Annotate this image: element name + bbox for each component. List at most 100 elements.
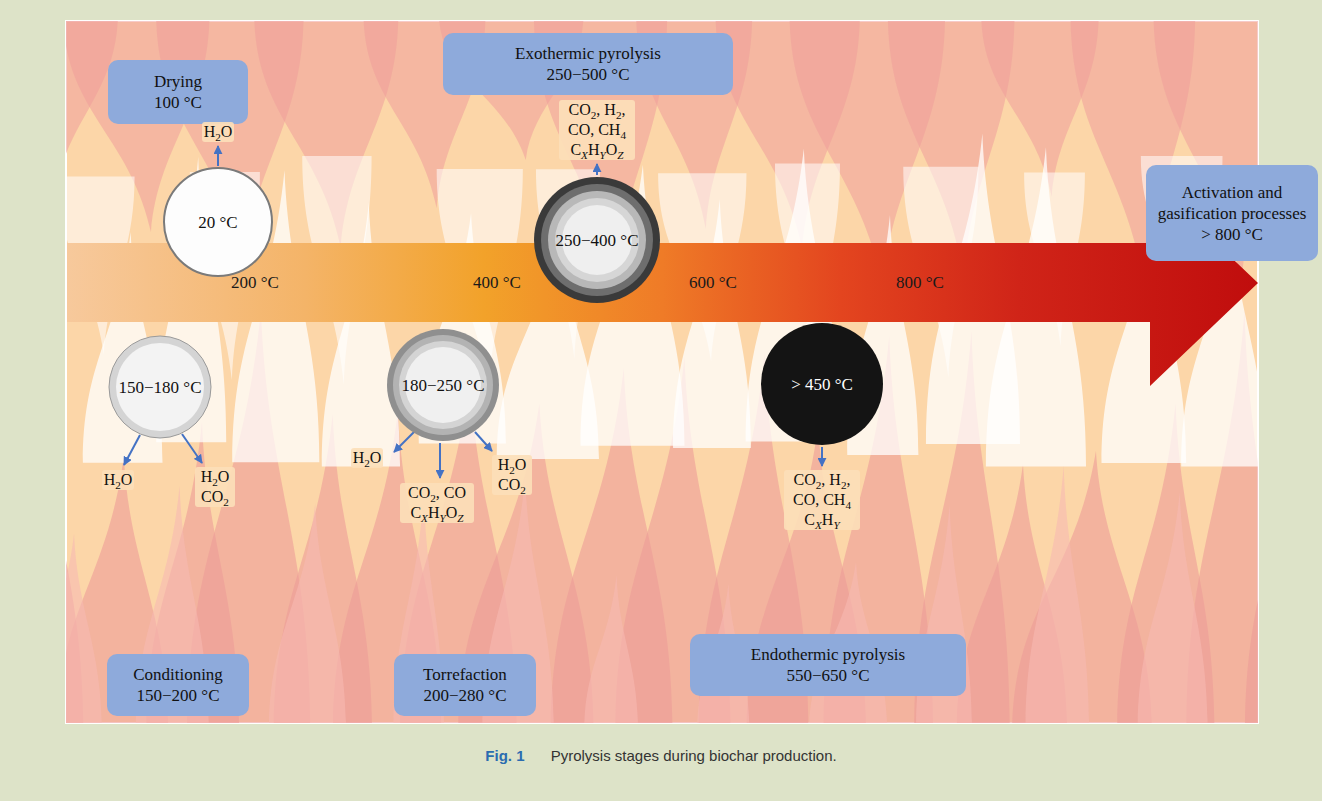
formula-subscript: 2 [223,496,229,508]
emission-arrow [124,435,140,465]
figure-caption: Fig. 1 Pyrolysis stages during biochar p… [0,747,1322,764]
stage-name: Activation and gasification processes [1150,182,1314,224]
stage-name: Drying [112,71,244,92]
temperature-circle: 250−400 °C [533,176,661,304]
emission-arrow [475,432,492,451]
formula-text: H [201,468,213,485]
figure-number: Fig. 1 [485,747,524,764]
stage-name: Exothermic pyrolysis [447,43,729,64]
temperature-circle: 180−250 °C [386,328,500,442]
temperature-circle: 150−180 °C [108,335,212,439]
formula-text: H [353,449,365,466]
formula-text: H [498,456,510,473]
formula-subscript: X [581,149,588,161]
flame-shape [1025,466,1089,723]
emission-label: H2O [202,122,235,142]
stage-temperature: 150−200 °C [111,685,245,706]
formula-subscript: 2 [364,457,370,469]
emission-label: H2O CO2 [492,455,532,495]
stage-temperature: 200−280 °C [398,685,532,706]
formula-subscript: Y [600,149,606,161]
formula-subscript: 4 [845,499,851,511]
formula-text: , H [821,471,841,488]
emission-label: H2O [102,470,135,490]
temperature-tick: 800 °C [896,273,944,293]
emission-label: H2O [351,448,384,468]
circle-ring [164,168,272,276]
formula-subscript: Z [617,149,623,161]
flame-shape [1138,492,1208,723]
stage-box: Torrefaction200−280 °C [394,654,536,716]
formula-subscript: 2 [509,464,515,476]
flame-shape [269,503,346,723]
formula-text: C [804,511,815,528]
stage-name: Torrefaction [398,664,532,685]
formula-subscript: X [815,519,822,531]
temperature-tick: 400 °C [473,273,521,293]
stage-box: Activation and gasification processes> 8… [1146,165,1318,261]
formula-text: C [570,141,581,158]
circle-ring [109,336,211,438]
circle-temperature: 150−180 °C [108,377,212,398]
formula-subscript: 2 [616,109,622,121]
stage-name: Endothermic pyrolysis [694,644,962,665]
formula-subscript: X [421,512,428,524]
formula-text: O [370,449,382,466]
temperature-tick: 600 °C [689,273,737,293]
circle-temperature: 250−400 °C [533,230,661,251]
stage-box: Exothermic pyrolysis250−500 °C [443,33,733,95]
formula-text: CO [794,471,816,488]
temperature-circle: > 450 °C [760,322,884,446]
formula-text: H [822,511,834,528]
stage-box: Conditioning150−200 °C [107,654,249,716]
stage-box: Drying100 °C [108,60,248,124]
stage-temperature: > 800 °C [1150,224,1314,245]
circle-ring [534,177,660,303]
temperature-circle: 20 °C [163,167,273,277]
circle-temperature: 20 °C [163,212,273,233]
emission-label: CO2, H2, CO, CH4 CXHY [784,470,860,530]
formula-text: O [221,123,233,140]
emission-arrows [124,146,822,478]
formula-text: H [204,123,216,140]
formula-text: H [428,504,440,521]
formula-subscript: 2 [115,479,121,491]
formula-subscript: 2 [520,484,526,496]
flame-illustration [66,21,1258,723]
formula-text: H [104,471,116,488]
emission-arrow [182,434,202,463]
formula-subscript: Z [457,512,463,524]
formula-subscript: 2 [591,109,597,121]
formula-subscript: 2 [841,479,847,491]
temperature-tick: 200 °C [231,273,279,293]
formula-subscript: Y [833,519,839,531]
emission-label: H2O CO2 [195,467,235,507]
stage-box: Endothermic pyrolysis550−650 °C [690,634,966,696]
formula-text: CO [408,484,430,501]
flame-shape [66,533,102,723]
formula-subscript: Y [440,512,446,524]
emission-label: CO2, H2, CO, CH4 CXHYOZ [559,100,635,160]
stage-temperature: 100 °C [112,92,244,113]
stage-temperature: 250−500 °C [447,64,729,85]
formula-subscript: 2 [816,479,822,491]
formula-subscript: 2 [212,476,218,488]
formula-subscript: 2 [430,492,436,504]
formula-text: O [606,141,618,158]
stage-temperature: 550−650 °C [694,665,962,686]
formula-text: H [588,141,600,158]
caption-text: Pyrolysis stages during biochar producti… [547,747,837,764]
flame-shape [584,575,638,723]
formula-text: O [121,471,133,488]
formula-text: , H [596,101,616,118]
formula-text: O [446,504,458,521]
circle-ring [387,329,499,441]
emission-arrow [217,146,219,166]
emission-arrow [439,443,441,478]
emission-label: CO2, CO CXHYOZ [400,483,474,523]
circle-temperature: > 450 °C [760,374,884,395]
formula-text: CO [569,101,591,118]
emission-arrow [596,164,598,175]
formula-subscript: 4 [620,129,626,141]
